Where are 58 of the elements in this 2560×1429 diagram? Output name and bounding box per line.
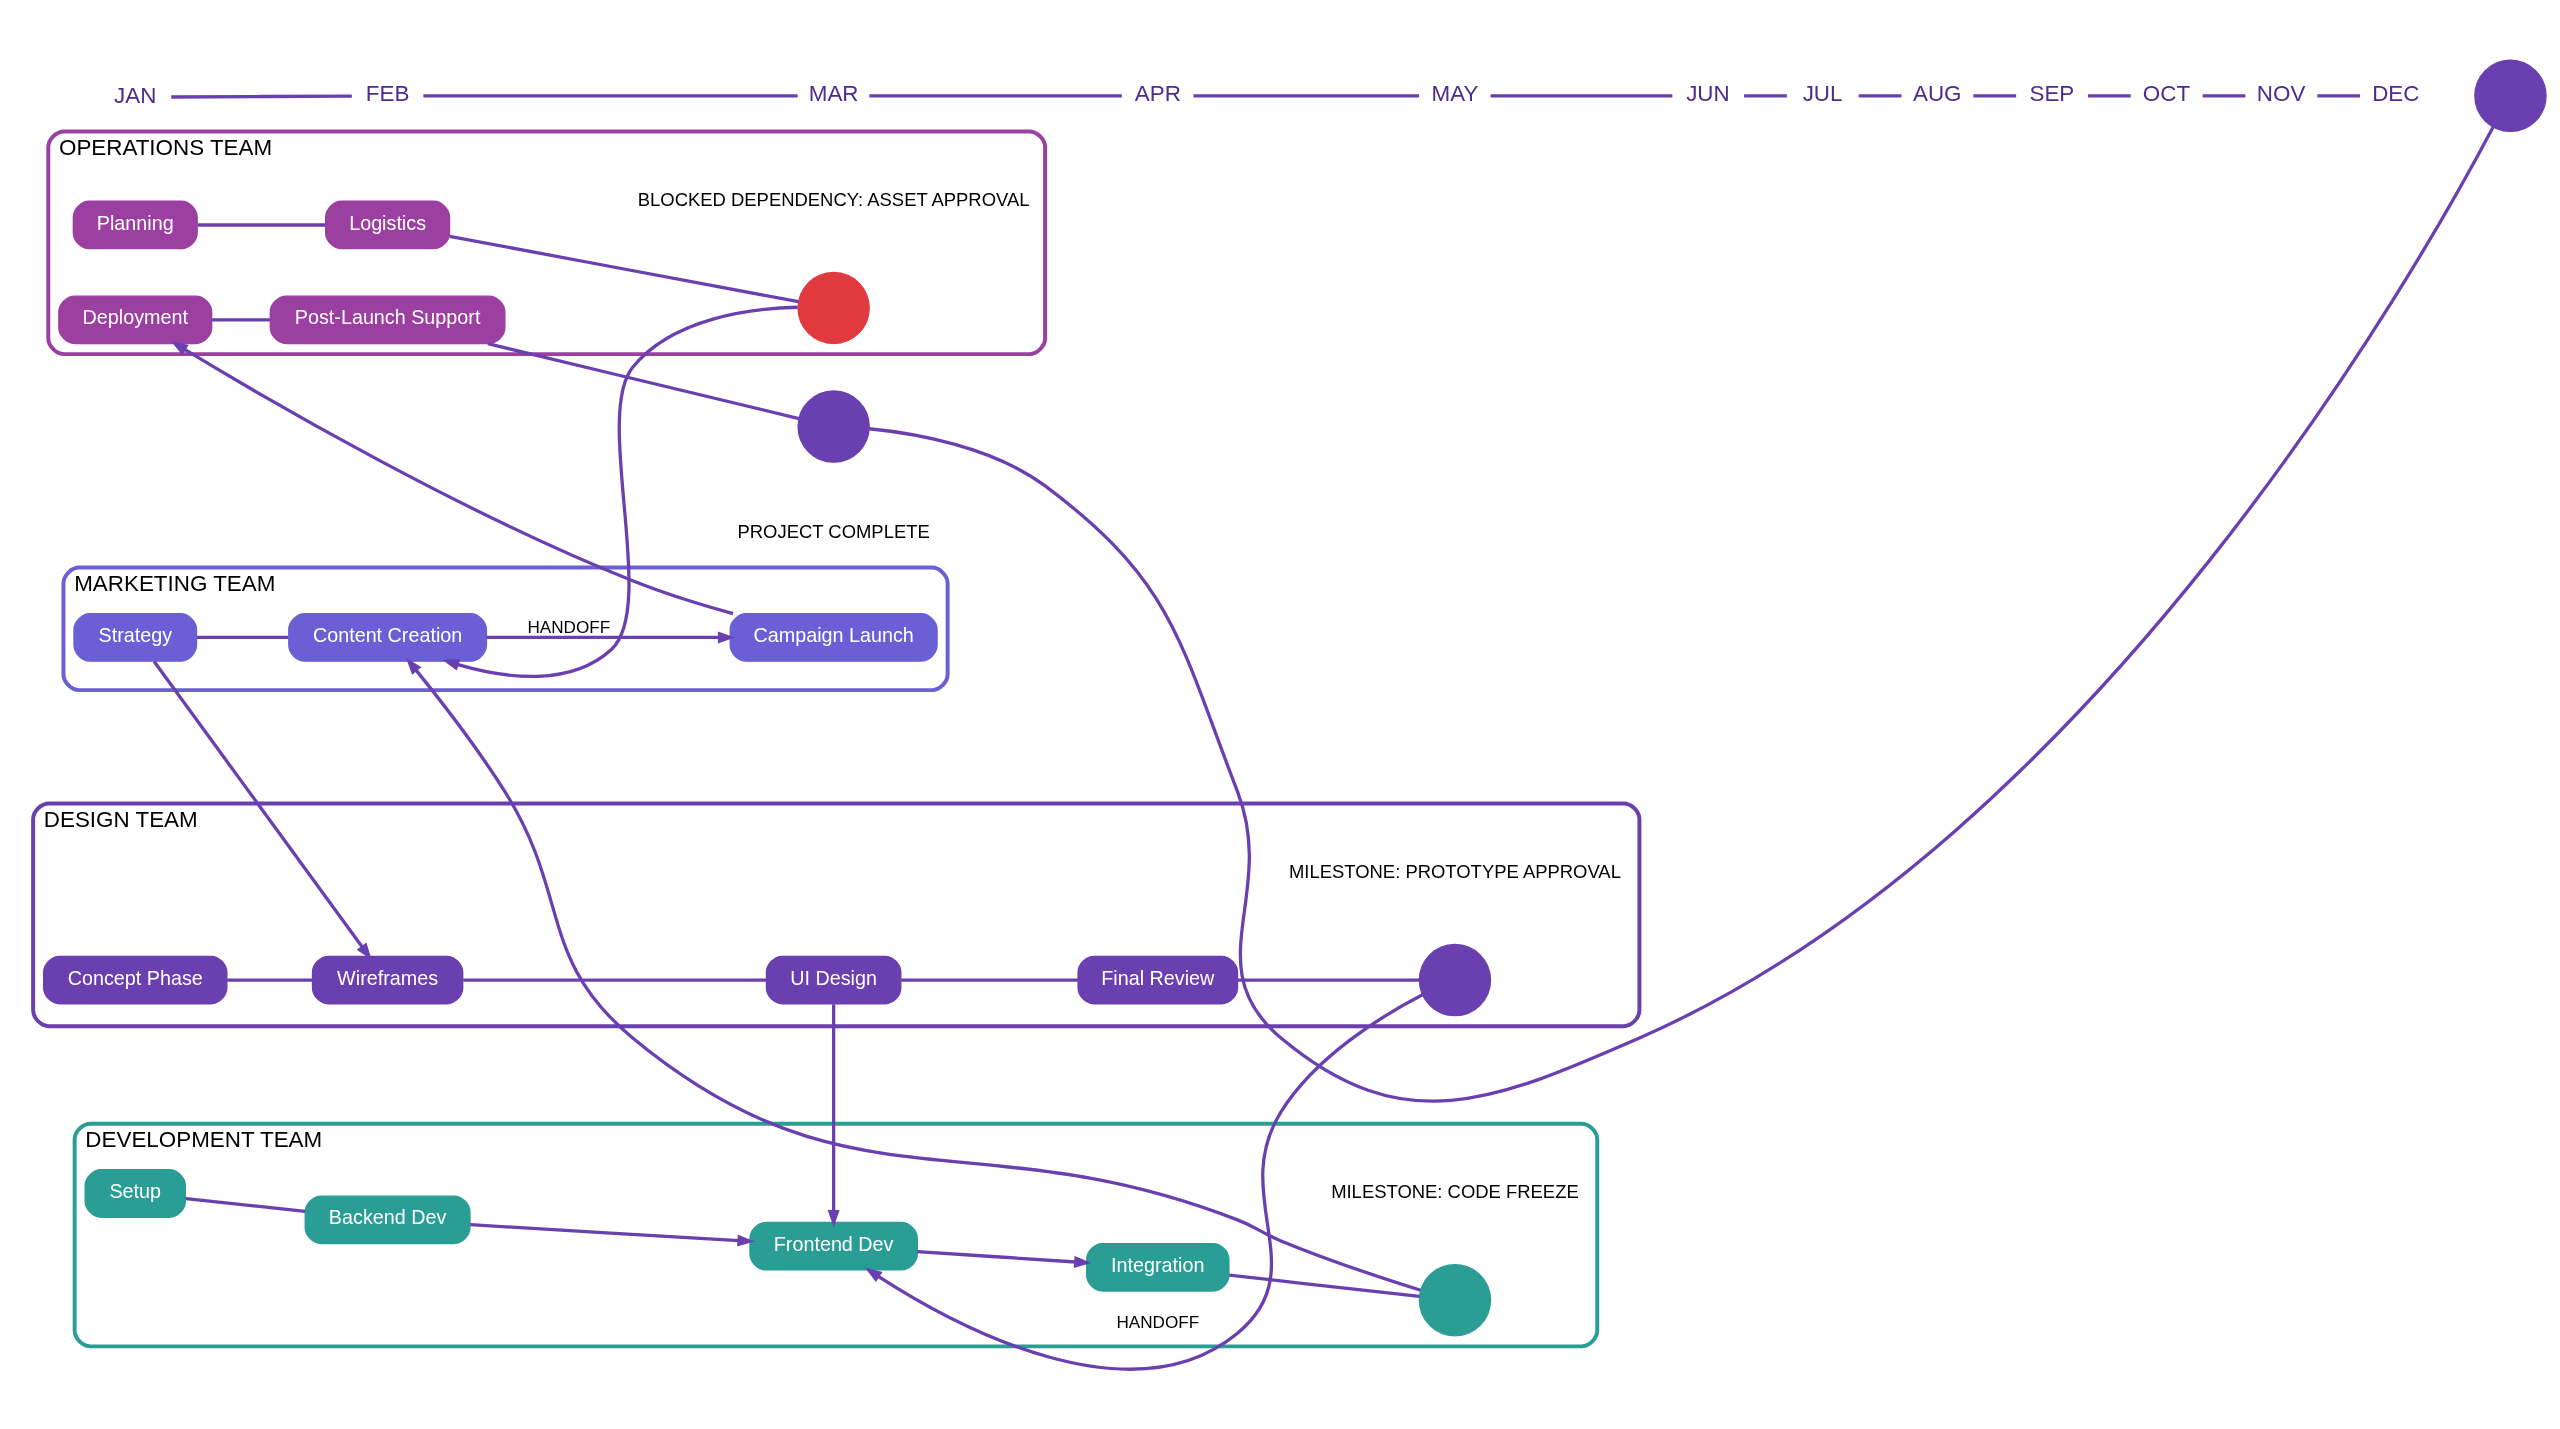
label: JUL <box>1802 80 1843 106</box>
node-box: Frontend Dev <box>749 1221 918 1271</box>
arrow <box>917 1249 1092 1268</box>
connector <box>227 977 313 982</box>
arrow <box>170 340 734 615</box>
node-box: Post-Launch Support <box>269 294 506 344</box>
label: JAN <box>114 82 157 108</box>
node-box: UI Design <box>765 955 902 1004</box>
connector <box>449 234 799 303</box>
connector <box>487 341 800 420</box>
node-label: BLOCKED DEPENDENCY: ASSET APPROVAL <box>637 188 1030 210</box>
node-circle <box>797 389 870 463</box>
node-label: PROJECT COMPLETE <box>737 520 930 542</box>
node-box: Integration <box>1086 1242 1230 1292</box>
label: DEC <box>2372 80 2420 106</box>
connector <box>901 977 1078 982</box>
label: NOV <box>2256 80 2306 106</box>
node-box: Planning <box>72 200 198 249</box>
node-box: Deployment <box>58 294 213 344</box>
node-circle <box>1418 1263 1492 1336</box>
label: APR <box>1134 80 1181 106</box>
connector <box>869 125 2495 1102</box>
connector <box>185 1196 306 1213</box>
node-box: Content Creation <box>288 612 488 662</box>
node-box: Wireframes <box>311 955 464 1004</box>
edge-label: HANDOFF <box>527 616 611 637</box>
arrow <box>442 305 798 678</box>
arrow <box>864 992 1424 1370</box>
arrow <box>470 1222 755 1247</box>
arrow <box>827 1003 840 1227</box>
label: MAR <box>808 80 859 106</box>
connector <box>1237 977 1420 982</box>
node-label: MILESTONE: PROTOTYPE APPROVAL <box>1288 860 1621 882</box>
node-label: MILESTONE: CODE FREEZE <box>1331 1180 1579 1202</box>
node-circle <box>2474 59 2547 132</box>
connector <box>1229 1273 1420 1298</box>
node-box: Final Review <box>1077 955 1239 1004</box>
label: FEB <box>365 80 410 106</box>
connector <box>211 317 271 321</box>
connector <box>463 977 767 982</box>
connector <box>197 635 289 639</box>
arrow <box>486 630 736 643</box>
node-box: Logistics <box>325 200 451 249</box>
node-box: Backend Dev <box>304 1194 471 1244</box>
arrow <box>405 657 1422 1292</box>
label: SEP <box>2029 80 2075 106</box>
label: JUN <box>1686 80 1730 106</box>
node-box: Setup <box>84 1168 186 1218</box>
label: OCT <box>2142 80 2191 106</box>
node-circle <box>797 271 870 344</box>
node-box: Strategy <box>73 612 198 662</box>
connector <box>197 222 326 227</box>
edge-label: HANDOFF <box>1116 1311 1200 1332</box>
label: MAY <box>1431 80 1479 106</box>
node-circle <box>1418 943 1492 1016</box>
node-box: Campaign Launch <box>729 612 938 662</box>
label: AUG <box>1912 80 1962 106</box>
node-box: Concept Phase <box>43 955 228 1004</box>
